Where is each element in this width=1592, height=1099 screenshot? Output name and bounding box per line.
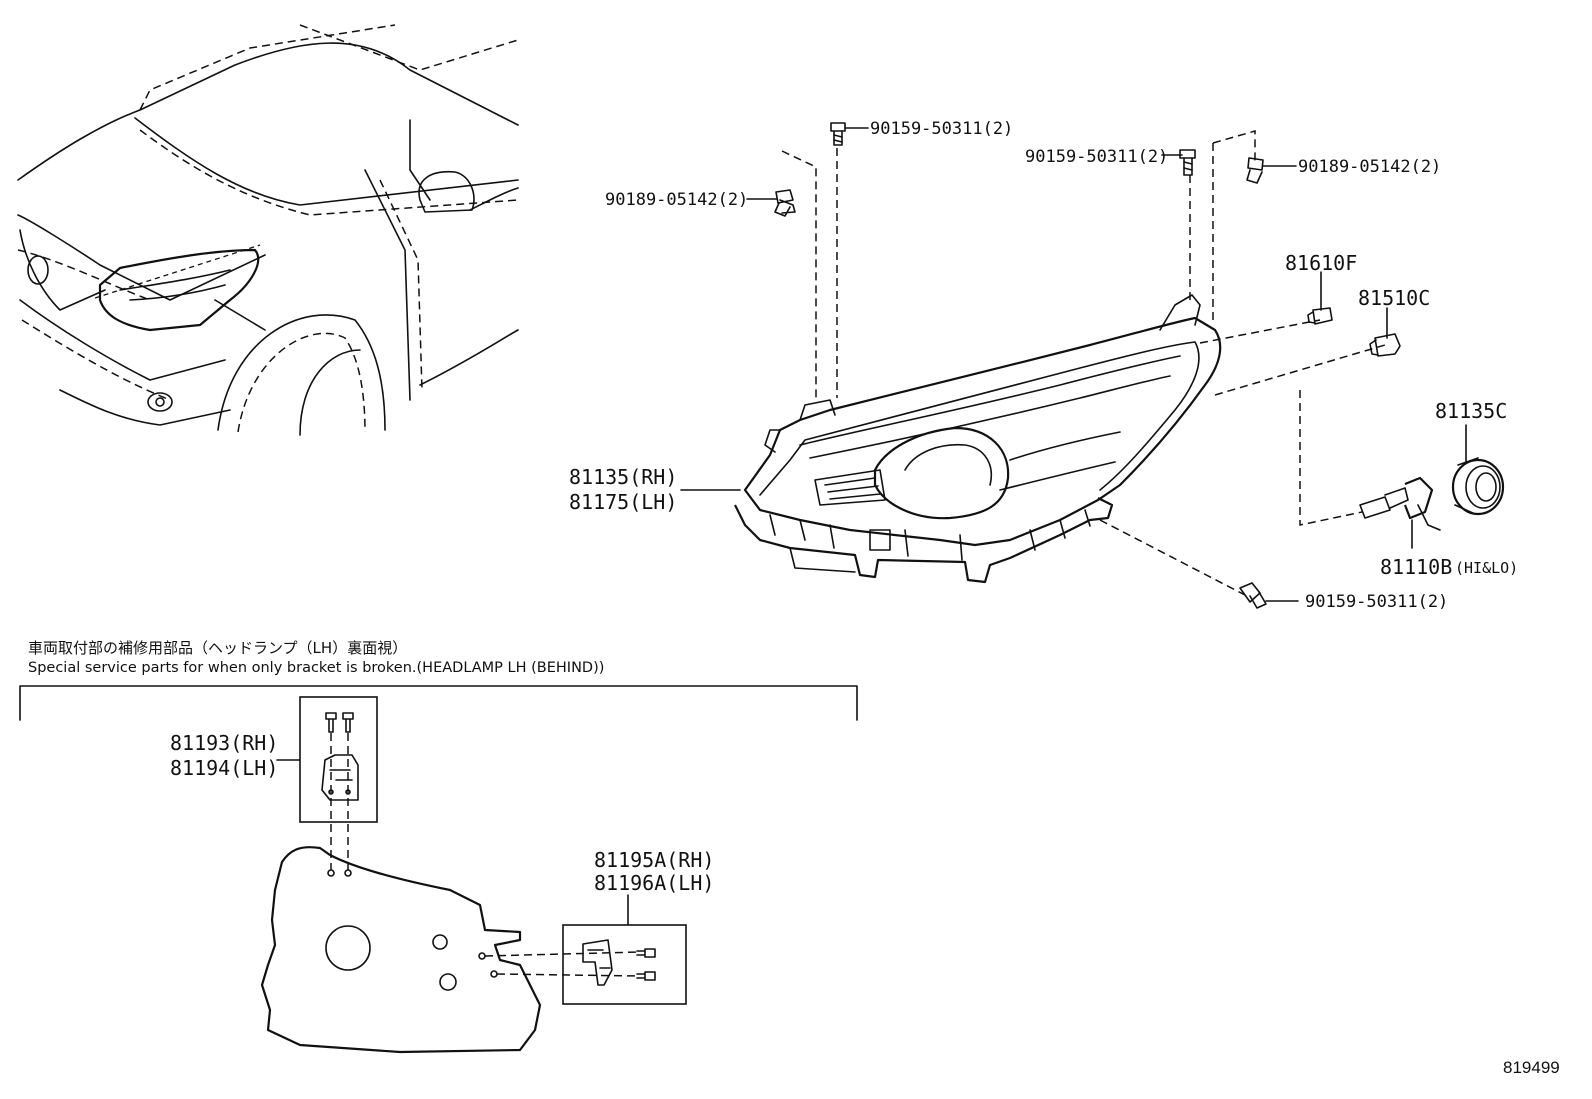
label-bulb-socket: 81510C	[1358, 286, 1430, 310]
figure-number: 819499	[1503, 1058, 1560, 1077]
bracket-side-icon	[582, 939, 656, 986]
service-note-english: Special service parts for when only brac…	[28, 660, 605, 676]
side-bracket-box	[562, 924, 687, 1005]
bulb-icon	[1359, 476, 1441, 531]
bulb-icon	[1307, 307, 1333, 325]
screw-icon	[830, 122, 846, 146]
label-bracket-side-rh: 81195A(RH)	[594, 848, 714, 872]
label-screw-top-right: 90159-50311(2)	[1025, 147, 1168, 167]
upper-bracket-box	[299, 696, 378, 823]
screw-icon	[1179, 149, 1196, 176]
label-hid-bulb: 81110B	[1380, 555, 1452, 579]
service-parts-section	[19, 685, 858, 1054]
service-note-japanese: 車両取付部の補修用部品（ヘッドランプ（LH）裏面視）	[28, 639, 408, 657]
label-bracket-upper-rh: 81193(RH)	[170, 731, 278, 755]
label-cap: 81135C	[1435, 399, 1507, 423]
bracket-upper-icon	[321, 712, 359, 801]
label-clip-top-right: 90189-05142(2)	[1298, 157, 1441, 177]
headlamp-back-illustration	[260, 846, 542, 1054]
headlamp-assembly-illustration	[734, 294, 1222, 584]
label-screw-bottom: 90159-50311(2)	[1305, 592, 1448, 612]
label-hid-bulb-note: (HI&LO)	[1455, 559, 1518, 577]
clip-icon	[774, 189, 796, 217]
car-front-illustration	[17, 24, 519, 436]
bulb-icon	[1369, 333, 1401, 357]
label-headlamp-rh: 81135(RH)	[569, 465, 677, 489]
label-bracket-side-lh: 81196A(LH)	[594, 871, 714, 895]
fasteners	[774, 122, 1505, 609]
part-labels: 90159-50311(2) 90189-05142(2) 90159-5031…	[170, 119, 1518, 895]
label-screw-top-center: 90159-50311(2)	[870, 119, 1013, 139]
label-bulb-small: 81610F	[1285, 251, 1357, 275]
label-leaders	[276, 127, 1467, 926]
screw-icon	[1239, 582, 1267, 609]
label-headlamp-lh: 81175(LH)	[569, 490, 677, 514]
headlamp-leader-lines	[781, 130, 1386, 596]
clip-icon	[1246, 157, 1264, 184]
label-bracket-upper-lh: 81194(LH)	[170, 756, 278, 780]
cap-icon	[1451, 457, 1505, 516]
label-clip-top-left: 90189-05142(2)	[605, 190, 748, 210]
